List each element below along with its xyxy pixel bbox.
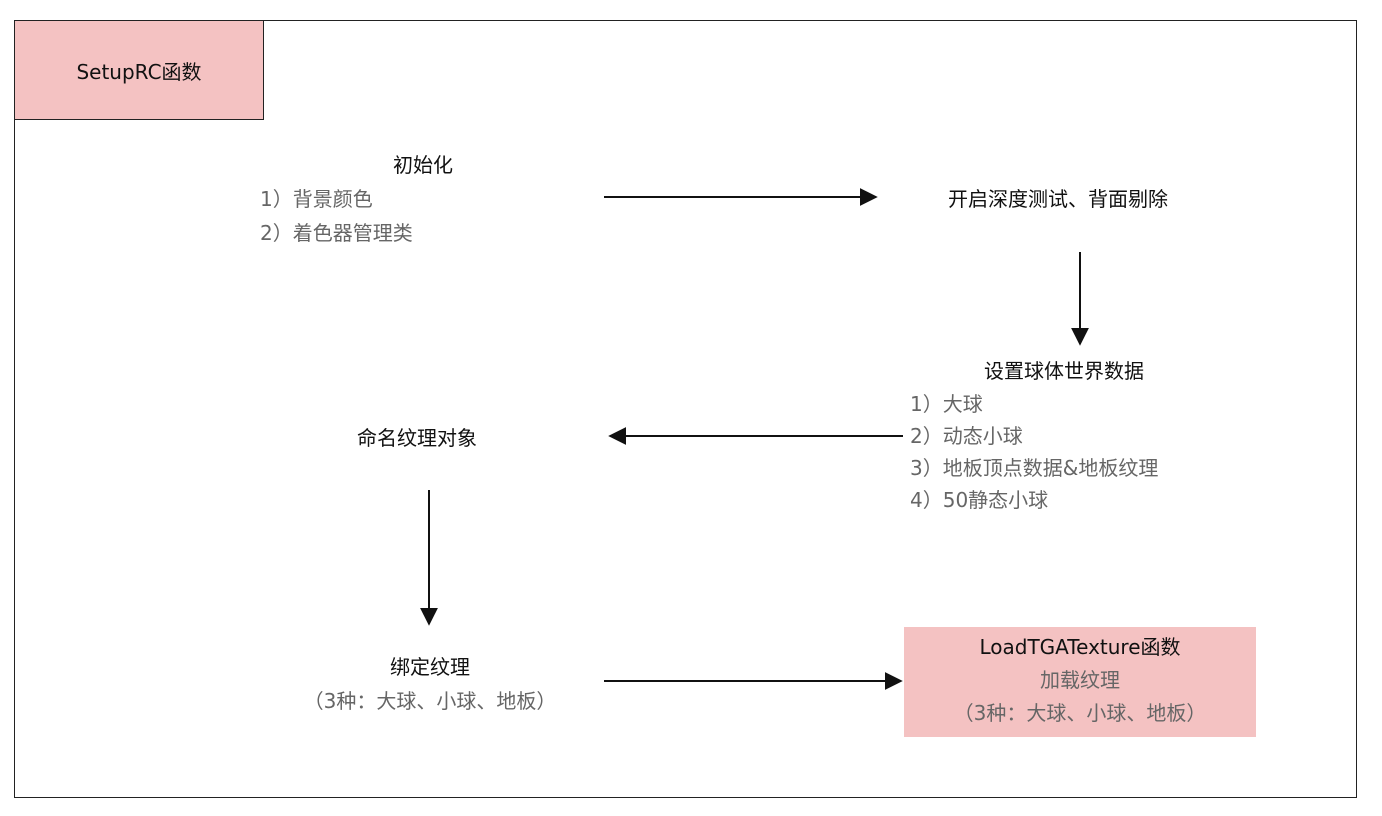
node-load-tga-sub1: 加载纹理 (1040, 668, 1120, 692)
node-sphere-item-2: 2）动态小球 (910, 424, 1023, 448)
node-sphere-data-title: 设置球体世界数据 (984, 359, 1144, 383)
node-sphere-data: 设置球体世界数据 1）大球 2）动态小球 3）地板顶点数据&地板纹理 4）50静… (910, 354, 1230, 516)
node-init: 初始化 1）背景颜色 2）着色器管理类 (260, 148, 600, 250)
node-bind-texture-title: 绑定纹理 (390, 655, 470, 679)
node-load-tga: LoadTGATexture函数 加载纹理 （3种：大球、小球、地板） (904, 627, 1256, 737)
node-sphere-item-4: 4）50静态小球 (910, 488, 1049, 512)
diagram-frame (14, 20, 1357, 798)
title-label: SetupRC函数 (76, 59, 202, 84)
node-load-tga-title: LoadTGATexture函数 (979, 635, 1181, 659)
title-box: SetupRC函数 (14, 20, 264, 120)
node-depth-test-title: 开启深度测试、背面剔除 (948, 187, 1168, 211)
node-sphere-item-3: 3）地板顶点数据&地板纹理 (910, 456, 1159, 480)
node-name-texture-title: 命名纹理对象 (357, 426, 477, 450)
node-bind-texture-sub: （3种：大球、小球、地板） (303, 689, 557, 713)
node-name-texture: 命名纹理对象 (357, 421, 477, 455)
node-bind-texture: 绑定纹理 （3种：大球、小球、地板） (270, 650, 590, 718)
node-load-tga-sub2: （3种：大球、小球、地板） (953, 701, 1207, 725)
node-sphere-item-1: 1）大球 (910, 392, 983, 416)
node-init-item-1: 1）背景颜色 (260, 187, 373, 211)
node-init-title: 初始化 (393, 153, 453, 177)
node-init-item-2: 2）着色器管理类 (260, 221, 413, 245)
node-depth-test: 开启深度测试、背面剔除 (948, 182, 1168, 216)
